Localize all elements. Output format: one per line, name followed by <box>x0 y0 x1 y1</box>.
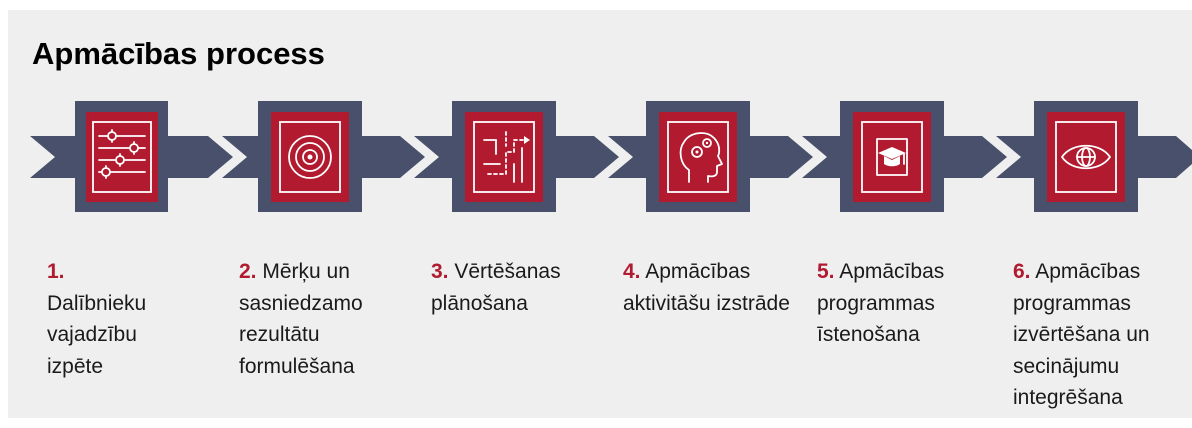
step-1-number: 1. <box>47 260 65 283</box>
step-4-number: 4. <box>623 260 641 283</box>
head-gears-icon <box>679 132 723 183</box>
step-1-label: 1. Dalībnieku vajadzību izpēte <box>47 256 217 382</box>
step-2-text: Mērķu un sasniedzamo rezultātu formulēša… <box>239 260 363 378</box>
step-3-label: 3. Vērtēšanas plānošana <box>431 256 601 319</box>
step-2-label: 2. Mērķu un sasniedzamo rezultātu formul… <box>239 256 409 382</box>
step-6-chevron <box>996 101 1192 212</box>
step-3-text: Vērtēšanas plānošana <box>431 260 561 315</box>
step-1-chevron <box>30 101 233 212</box>
sliders-icon <box>98 129 146 179</box>
step-2-number: 2. <box>239 260 257 283</box>
step-4-text: Apmācības aktivitāšu izstrāde <box>623 260 790 315</box>
target-icon <box>288 135 332 179</box>
step-1-text: Dalībnieku vajadzību izpēte <box>47 291 147 378</box>
step-6-label: 6. Apmācības programmas izvērtēšana un s… <box>1013 256 1183 414</box>
step-3-chevron <box>414 101 619 212</box>
step-2-chevron <box>222 101 425 212</box>
step-5-chevron <box>802 101 1007 212</box>
step-6-text: Apmācības programmas izvērtēšana un seci… <box>1013 260 1150 409</box>
background-panel <box>8 10 1192 418</box>
step-6-number: 6. <box>1013 260 1031 283</box>
eye-globe-icon <box>1061 144 1111 170</box>
step-5-label: 5. Apmācības programmas īstenošana <box>817 256 987 351</box>
page-title: Apmācības process <box>32 36 325 71</box>
route-plan-icon <box>483 131 530 183</box>
graduation-cap-icon <box>876 138 908 176</box>
step-3-number: 3. <box>431 260 449 283</box>
step-5-number: 5. <box>817 260 835 283</box>
step-4-label: 4. Apmācības aktivitāšu izstrāde <box>623 256 793 319</box>
step-4-chevron <box>608 101 813 212</box>
step-5-text: Apmācības programmas īstenošana <box>817 260 945 346</box>
